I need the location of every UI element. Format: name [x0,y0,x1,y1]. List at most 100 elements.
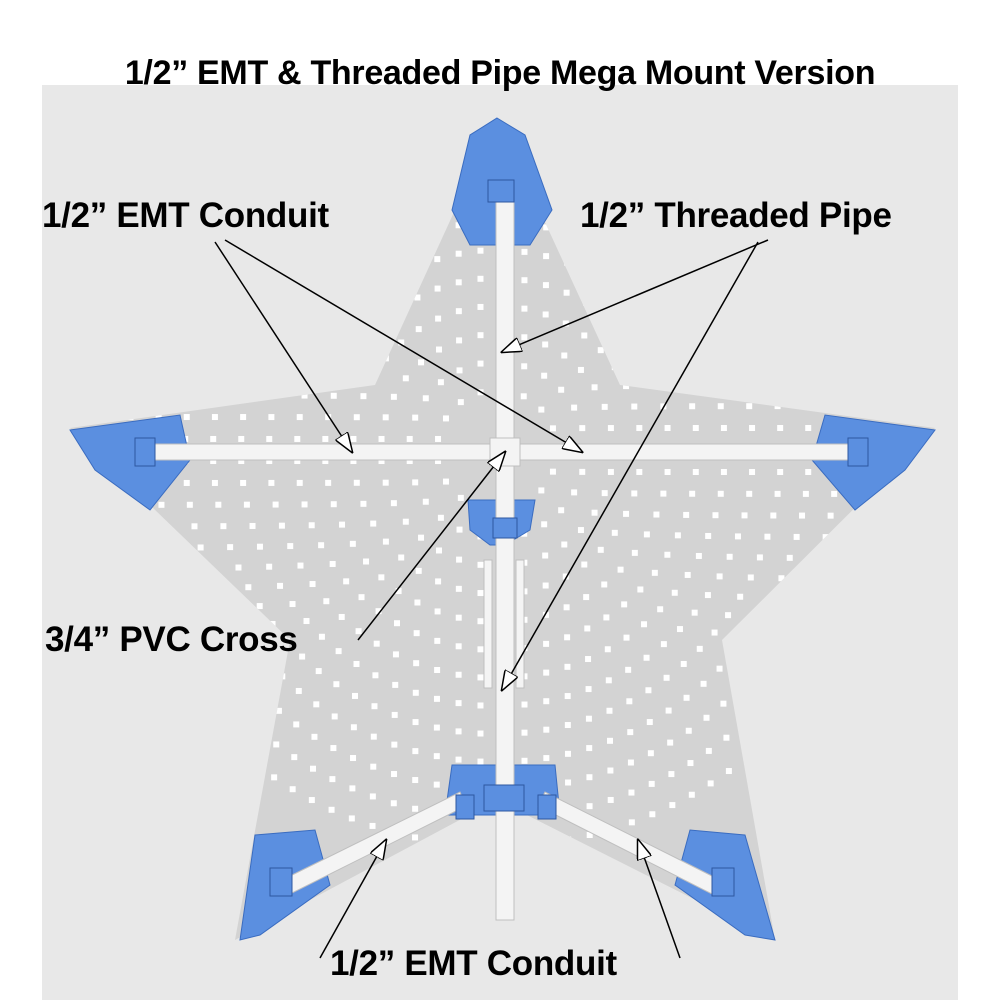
hole [880,359,887,366]
hole [887,490,894,497]
fitting-bottom-right [537,794,557,820]
hole [689,403,696,410]
hole [830,237,837,244]
hole [740,720,747,727]
hole [683,382,690,389]
hole [628,104,634,110]
diagram-title: 1/2” EMT & Threaded Pipe Mega Mount Vers… [124,54,876,92]
hole [435,458,442,465]
hole [725,125,732,132]
hole [747,319,754,326]
hole [456,367,463,374]
hole [155,414,162,421]
hole [412,805,419,812]
hole [352,692,358,699]
hole [768,299,775,306]
hole [585,237,592,244]
hole [577,366,584,373]
hole [774,403,781,410]
side-pipe-right [515,559,525,689]
hole [273,152,280,159]
hole [838,317,845,324]
hole [338,280,345,287]
hole [297,331,304,338]
hole [412,777,419,784]
hole [605,677,612,684]
hole [703,179,710,186]
hole [725,768,732,775]
hole [162,287,169,294]
hole [412,834,419,841]
hole [664,551,671,558]
hole [543,111,549,117]
hole [268,479,275,486]
hole [477,814,484,821]
hole [611,364,618,371]
hole [391,152,398,159]
hole [705,747,712,754]
label-pvc-cross: 3/4” PVC Cross [45,620,298,659]
hole [293,172,300,179]
hole [162,606,169,613]
hole [412,479,419,486]
hole [418,359,425,366]
hole [224,289,231,296]
hole [477,247,484,254]
hole [153,586,160,593]
hole [214,308,221,315]
hole [183,308,190,315]
hole [874,555,881,562]
hole [210,435,217,442]
hole [183,414,190,421]
hole [786,339,793,346]
hole [731,649,738,656]
hole [413,233,420,240]
hole [131,286,138,293]
hole [310,128,316,135]
fitting-lower-right [711,867,735,897]
hole [477,758,484,765]
hole [215,501,222,508]
hole [704,592,711,599]
hole [296,479,303,486]
hole [370,763,377,770]
fitting-left [134,437,156,467]
hole [343,315,350,322]
hole [275,707,282,714]
hole [628,819,635,826]
hole [561,541,568,548]
hole [220,523,227,530]
hole [224,697,231,704]
hole [414,294,421,301]
hole [370,130,377,137]
hole [350,169,357,176]
hole [456,109,462,115]
hole [756,554,763,561]
hole [204,717,211,724]
hole [691,284,698,291]
hole [412,689,419,696]
hole [643,239,650,246]
hole [731,244,738,251]
hole [586,803,593,810]
hole [291,139,298,146]
hole [749,469,756,476]
hole [278,522,285,529]
hole [116,327,123,334]
hole [692,424,699,431]
side-pipe-left [483,559,493,689]
hole [818,674,825,681]
hole [433,838,440,845]
hole [191,523,198,530]
hole [808,318,815,325]
hole [313,701,320,708]
fitting-bottom-left [455,794,475,820]
hole [743,139,750,146]
arrow-threaded-lower [502,241,759,690]
hole [561,352,568,359]
hole [413,660,420,667]
hole [793,533,800,540]
hole [235,564,242,571]
hole [308,371,315,378]
hole [418,534,425,541]
